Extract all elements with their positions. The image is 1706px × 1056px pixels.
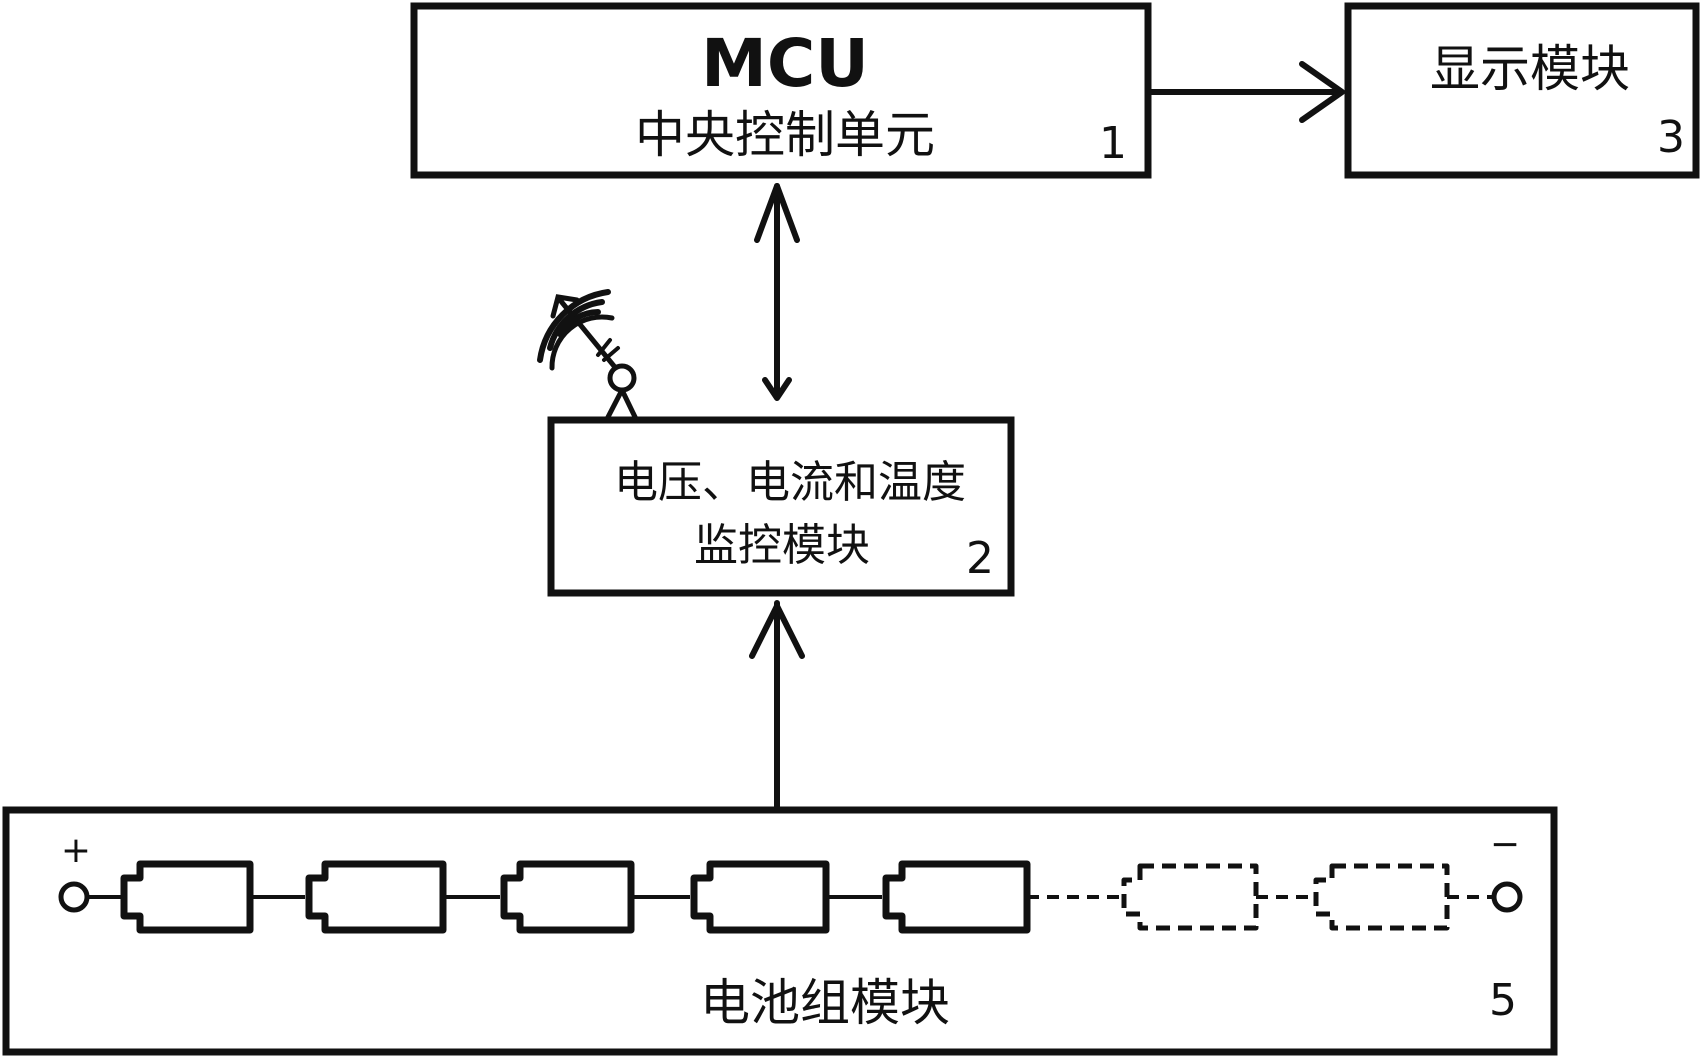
battery-label: 电池组模块 bbox=[700, 974, 950, 1032]
display-number: 3 bbox=[1657, 112, 1685, 163]
display-label: 显示模块 bbox=[1430, 40, 1630, 98]
battery-cell-optional bbox=[1121, 863, 1259, 931]
display-box: 显示模块 3 bbox=[1344, 2, 1700, 179]
monitor-box: 电压、电流和温度 监控模块 2 bbox=[547, 416, 1015, 597]
battery-box: 电池组模块 5 bbox=[2, 806, 1558, 1056]
mcu-subtitle: 中央控制单元 bbox=[635, 106, 935, 164]
battery-cell bbox=[500, 860, 635, 934]
battery-cell bbox=[305, 860, 447, 934]
monitor-line1: 电压、电流和温度 bbox=[614, 457, 966, 508]
monitor-line2: 监控模块 bbox=[694, 520, 870, 571]
positive-terminal-icon bbox=[58, 881, 90, 913]
battery-cell bbox=[690, 860, 830, 934]
arrow-mcu-monitor-bidirectional bbox=[754, 183, 800, 401]
mcu-title: MCU bbox=[701, 25, 869, 102]
mcu-box: MCU 中央控制单元 1 bbox=[410, 2, 1152, 179]
arrow-battery-to-monitor bbox=[749, 600, 805, 811]
mcu-number: 1 bbox=[1099, 118, 1127, 169]
monitor-number: 2 bbox=[966, 533, 994, 584]
wireless-antenna-icon bbox=[537, 289, 639, 422]
positive-sign: + bbox=[61, 830, 91, 871]
negative-terminal-icon bbox=[1491, 881, 1523, 913]
battery-chain bbox=[58, 860, 1523, 934]
battery-cell bbox=[882, 860, 1031, 934]
battery-cell-optional bbox=[1313, 863, 1450, 931]
battery-cell bbox=[120, 860, 254, 934]
battery-number: 5 bbox=[1489, 975, 1517, 1026]
arrow-mcu-to-display bbox=[1147, 61, 1345, 123]
negative-sign: − bbox=[1490, 824, 1520, 865]
